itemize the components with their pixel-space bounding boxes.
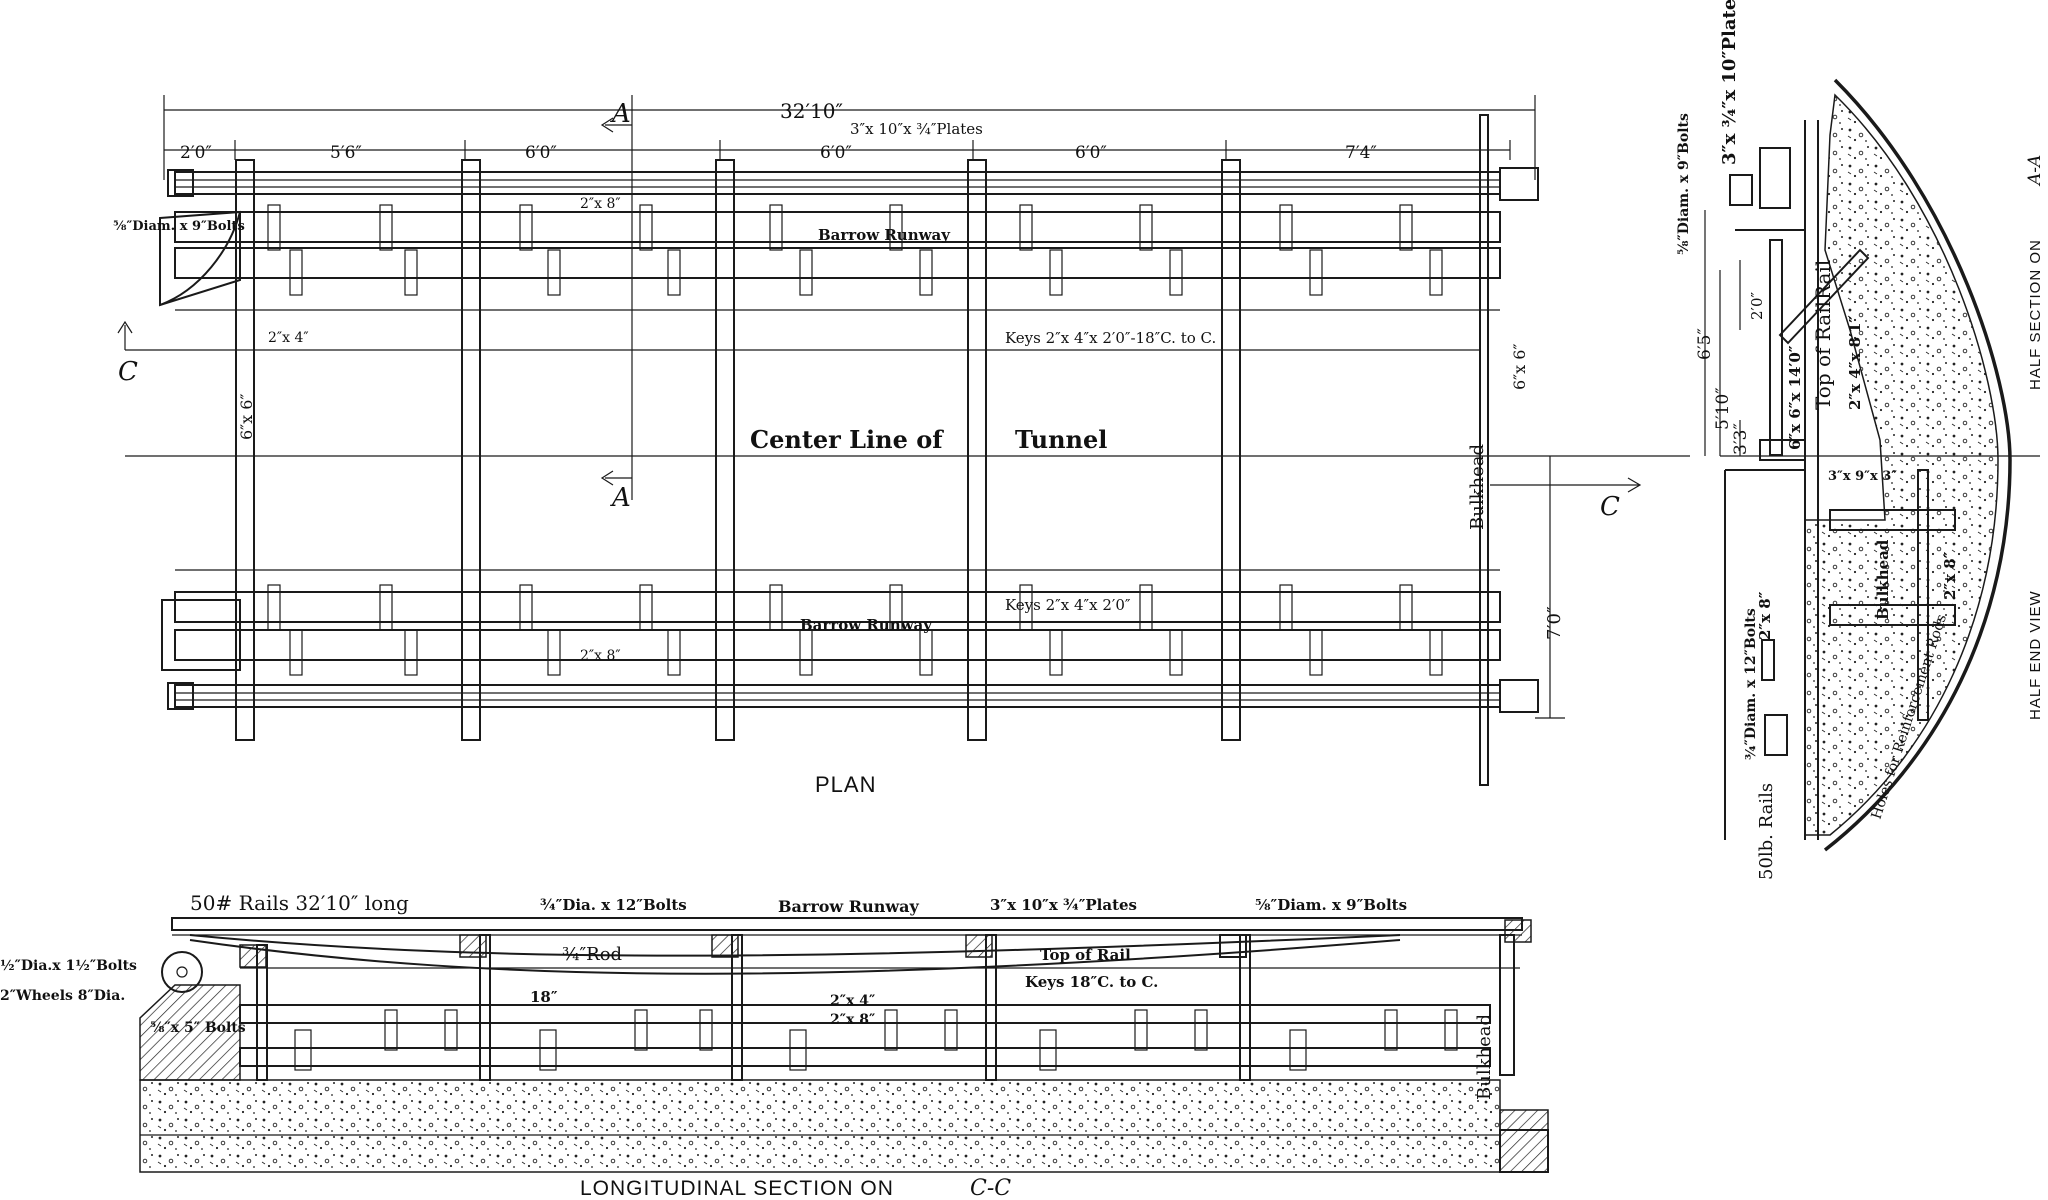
section-post-heads <box>239 919 1532 968</box>
section-keys <box>294 1009 1458 1071</box>
section-rod: ¾″Rod <box>562 944 622 965</box>
end-dim-2-0: 2′0″ <box>1748 292 1766 320</box>
member-2x8-top: 2″x 8″ <box>580 196 621 212</box>
plan-keys-bottom <box>267 584 1443 676</box>
plan-keys-top <box>267 204 1443 296</box>
end-plates: 3″x ¾″x 10″Plates <box>1719 0 1740 165</box>
plan-caption: PLAN <box>815 772 876 797</box>
member-2x4-plan: 2″x 4″ <box>268 330 309 346</box>
segment-ticks <box>234 140 1511 160</box>
overall-dimension: 32′10″ <box>780 99 843 123</box>
end-bulkhead: Bulkhead <box>1874 539 1892 620</box>
end-top-of-rail: Top of Rail <box>1811 301 1835 410</box>
section-c-right: C <box>1600 492 1620 522</box>
plan-posts <box>235 114 1489 786</box>
segment-dim-2: 5′6″ <box>330 143 362 163</box>
plates-note: 3″x 10″x ¾″Plates <box>850 120 983 138</box>
section-a-bottom: A <box>610 483 631 513</box>
keys-top-note: Keys 2″x 4″x 2′0″-18″C. to C. <box>1005 329 1216 347</box>
section-verticals <box>256 934 1515 1081</box>
end-view: 3″x ¾″x 10″Plates ⅝″Diam. x 9″Bolts Rail… <box>1676 0 2045 880</box>
end-title-a: HALF SECTION ON <box>2027 239 2044 390</box>
end-dim-6-5: 6′5″ <box>1695 328 1715 360</box>
section-bulkhead: Bulkhead <box>1474 1014 1495 1100</box>
section-a-top: A <box>610 99 631 129</box>
center-line-label-2: Tunnel <box>1015 425 1107 454</box>
section-spacing: 18″ <box>530 988 558 1006</box>
member-6x6-left: 6″x 6″ <box>237 394 256 440</box>
end-member-2x8-right: 2″x 8″ <box>1941 551 1959 600</box>
member-6x6-right: 6″x 6″ <box>1510 344 1529 390</box>
segment-dim-5: 6′0″ <box>1075 143 1107 163</box>
section-bolts-5: ⅝″x 5″ Bolts <box>150 1020 246 1036</box>
end-bolts-12: ¾″Diam. x 12″Bolts <box>1743 608 1759 760</box>
plan-view: 32′10″ 2′0″ 5′6″ 6′0″ 6′0″ 6′0″ 7′4″ 3″x… <box>113 95 1690 797</box>
plan-bolts-note: ⅝″Diam. x 9″Bolts <box>113 219 245 234</box>
section-plates: 3″x 10″x ¾″Plates <box>990 896 1137 914</box>
end-member-3x9: 3″x 9″x 3″ <box>1828 469 1897 484</box>
bulkhead-plan: Bulkhead <box>1467 444 1488 530</box>
section-bolts-1half: ½″Dia.x 1½″Bolts <box>0 958 137 974</box>
end-member-2x4x8: 2″x 4″x 8′1″ <box>1846 316 1864 410</box>
section-member-2x4: 2″x 4″ <box>830 993 875 1009</box>
segment-dim-1: 2′0″ <box>180 143 212 163</box>
section-c-left: C <box>118 357 138 387</box>
end-dim-5-10: 5′10″ <box>1713 387 1733 430</box>
center-line-label-1: Center Line of <box>750 425 944 454</box>
end-rail: Rail <box>1811 260 1835 300</box>
dim-7ft: 7′0″ <box>1544 606 1565 640</box>
member-2x8-bottom: 2″x 8″ <box>580 648 621 664</box>
segment-dim-3: 6′0″ <box>525 143 557 163</box>
barrow-runway-bottom: Barrow Runway <box>800 616 933 634</box>
end-member-2x8-left: 2″x 8″ <box>1756 591 1774 640</box>
longitudinal-section: 50# Rails 32′10″ long ¾″Dia. x 12″Bolts … <box>0 891 1549 1200</box>
end-title-a-ref: A-A <box>2025 155 2045 187</box>
section-bolts-9: ⅝″Diam. x 9″Bolts <box>1255 896 1407 914</box>
barrow-runway-top: Barrow Runway <box>818 226 951 244</box>
section-caption: LONGITUDINAL SECTION ON <box>580 1177 894 1200</box>
segment-dim-4: 6′0″ <box>820 143 852 163</box>
end-rails-50: 50lb. Rails <box>1756 783 1777 880</box>
end-bolts-9: ⅝″Diam. x 9″Bolts <box>1676 113 1692 255</box>
end-title-b: HALF END VIEW <box>2027 590 2044 720</box>
section-member-2x8: 2″x 8″ <box>830 1012 875 1028</box>
segment-dim-6: 7′4″ <box>1345 143 1377 163</box>
section-keys-note: Keys 18″C. to C. <box>1025 973 1158 991</box>
keys-bottom-note: Keys 2″x 4″x 2′0″ <box>1005 596 1131 614</box>
section-rails-note: 50# Rails 32′10″ long <box>190 891 409 915</box>
section-wheels: 2″Wheels 8″Dia. <box>0 988 125 1004</box>
section-bolts-12: ¾″Dia. x 12″Bolts <box>540 896 687 914</box>
end-dim-3-3: 3′3″ <box>1731 423 1751 455</box>
section-barrow-runway: Barrow Runway <box>778 897 919 916</box>
section-caption-ref: C-C <box>970 1176 1011 1200</box>
section-top-of-rail: Top of Rail <box>1040 946 1131 964</box>
end-member-6x6-14: 6″x 6″x 14′0″ <box>1786 345 1804 450</box>
